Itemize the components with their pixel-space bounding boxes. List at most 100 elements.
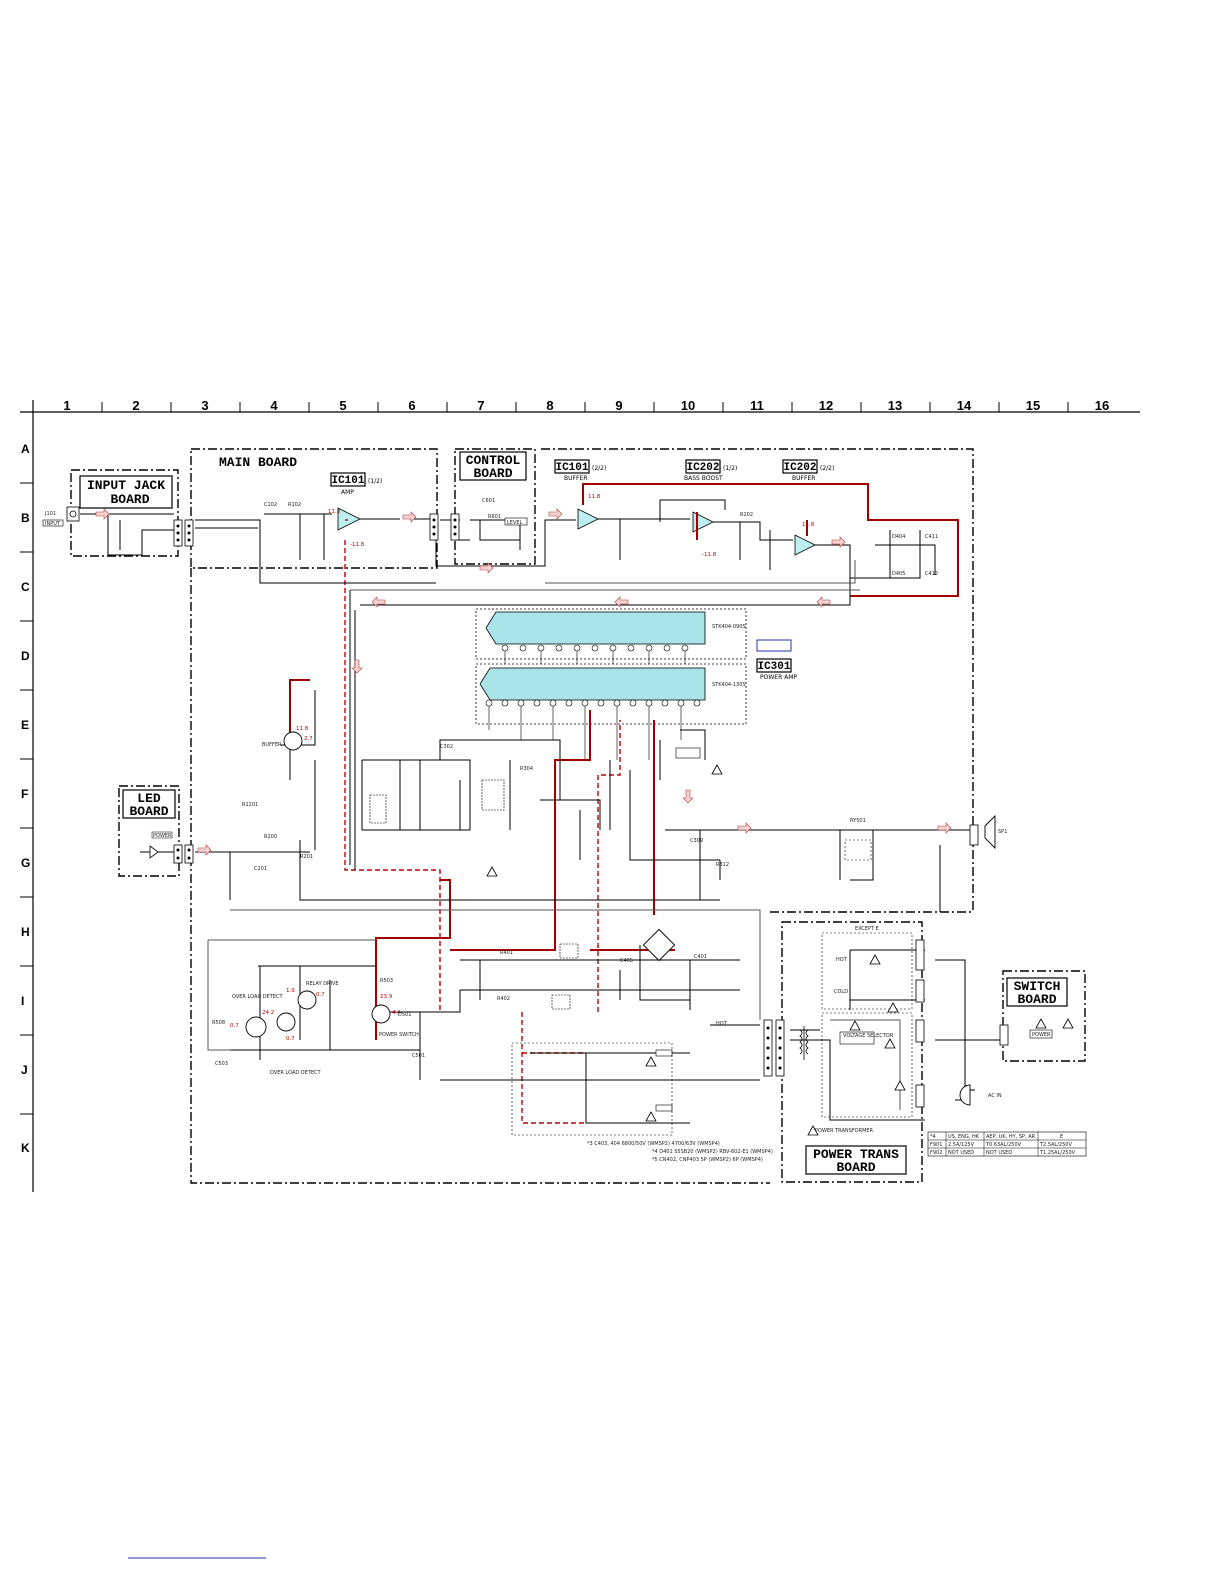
svg-text:R401: R401: [500, 950, 513, 956]
q501-buffer-transistor: [283, 731, 303, 751]
ic301-part-b: STK404-130S: [712, 682, 746, 688]
grid-row-label: D: [21, 649, 30, 663]
svg-text:R202: R202: [740, 512, 753, 518]
grid-row-label: I: [21, 994, 24, 1008]
led-power-label: POWER: [153, 833, 172, 839]
connector-cn902: [915, 979, 925, 1003]
ac-plug-symbol: [959, 1084, 971, 1106]
signal-arrow: [737, 822, 752, 834]
voltage-selector-label: VOLTAGE SELECTOR: [843, 1033, 894, 1039]
warning-icon: [894, 1080, 906, 1091]
svg-text:R312: R312: [716, 862, 729, 868]
warning-icon: [849, 1020, 861, 1031]
svg-text:C309: C309: [690, 838, 703, 844]
grid-col-label: 10: [681, 398, 695, 413]
control-board-outline: [454, 448, 536, 565]
components: INPUT J101 LEVEL SP1 AC IN POWER TRANSFO…: [42, 506, 1053, 1136]
footnote-capacitors: *3 C403, 404 6800/50V (WMSP2) 4700/63V (…: [587, 1141, 720, 1147]
switch-board-title-2: BOARD: [1017, 992, 1056, 1007]
connector-cn201: [173, 844, 183, 864]
warning-icon: [887, 1002, 899, 1013]
warning-icon: [486, 866, 498, 877]
fuse-cell: F902: [930, 1150, 942, 1156]
svg-text:D501: D501: [398, 1012, 411, 1018]
signal-arrow: [371, 596, 386, 608]
voltage: 4.4: [392, 1010, 401, 1016]
board-titles: INPUT JACK BOARD MAIN BOARD CONTROL BOAR…: [79, 451, 1068, 1175]
signal-arrow: [682, 789, 694, 804]
grid-row-label: B: [21, 511, 30, 525]
grid-col-label: 13: [888, 398, 902, 413]
footnote-rectifier: *4 D401 S5SB20 (WMSP2) RBV-602-E1 (WMSP4…: [652, 1149, 773, 1155]
hot-label: HOT: [836, 957, 848, 963]
svg-text:RY501: RY501: [850, 818, 866, 824]
grid-col-label: 6: [408, 398, 415, 413]
grid-col-label: 15: [1026, 398, 1040, 413]
signal-arrow: [351, 659, 363, 674]
d401-bridge-rectifier: [642, 928, 676, 962]
voltage: 23.9: [380, 994, 393, 1000]
grid-col-label: 8: [546, 398, 553, 413]
connector-cnp201: [184, 844, 194, 864]
switch-power-label: POWER: [1032, 1032, 1051, 1038]
grid-col-label: 2: [132, 398, 139, 413]
power-transformer-symbol: [799, 1026, 809, 1060]
svg-text:D404: D404: [892, 534, 905, 540]
ic101-amp-desc: AMP: [341, 489, 354, 496]
svg-text:R402: R402: [497, 996, 510, 1002]
control-board-title-1: CONTROL: [466, 453, 521, 468]
voltage: -11.8: [350, 542, 365, 548]
ic202-bass-name: IC202: [686, 462, 719, 474]
fuse-header: *4: [930, 1134, 936, 1140]
grid-col-label: 14: [957, 398, 972, 413]
input-jack-symbol: [66, 506, 80, 522]
fuse-cell: F901: [930, 1142, 942, 1148]
ic301-block-a: [485, 611, 706, 645]
level-label: LEVEL: [507, 520, 523, 526]
ic202-bass-part: (1/2): [723, 465, 737, 472]
signal-wiring: [80, 499, 1003, 1124]
led-board-title-2: BOARD: [129, 804, 168, 819]
q502-transistor: [245, 1016, 267, 1038]
power-trans-board-outline: [781, 921, 923, 1183]
svg-text:C201: C201: [254, 866, 267, 872]
svg-text:R200: R200: [264, 834, 277, 840]
main-board-left-outline: [190, 568, 770, 1184]
ic202-buffer-symbol: [794, 534, 816, 556]
power-trans-board-title-2: BOARD: [836, 1160, 875, 1175]
power-switch-label: POWER SWITCH: [379, 1032, 419, 1038]
grid-col-label: 1: [63, 398, 70, 413]
q504-transistor: [276, 1012, 296, 1032]
svg-text:C401: C401: [694, 954, 707, 960]
ac-in-label: AC IN: [988, 1093, 1002, 1099]
ic101-buffer-symbol: [577, 508, 599, 530]
connector-cn901: [915, 939, 925, 971]
except-e-label: EXCEPT E: [855, 926, 879, 932]
warning-icon: [645, 1111, 657, 1122]
grid-row-label: C: [21, 580, 30, 594]
connector-cn904: [915, 1084, 925, 1108]
led-board-outline: [118, 785, 180, 877]
signal-arrow: [548, 508, 563, 520]
grid-row-label: K: [21, 1141, 30, 1155]
voltage: 11.8: [328, 509, 341, 515]
voltage: 1.9: [286, 988, 295, 994]
voltage-readings: 11.8 -11.8 11.8 -11.8 11.8 11.8 2.7 0.7 …: [230, 494, 815, 1042]
switch-board-outline: [1002, 970, 1086, 1062]
svg-text:C501: C501: [412, 1053, 425, 1059]
power-trans-board-title-1: POWER TRANS: [813, 1147, 899, 1162]
fuse-cell: T2.5AL/250V: [1039, 1142, 1072, 1148]
ic202-buffer-part: (2/2): [820, 465, 834, 472]
power-transformer-label: POWER TRANSFORMER: [815, 1128, 874, 1134]
signal-arrow: [95, 508, 110, 520]
voltage: 24.2: [262, 1010, 274, 1016]
board-outlines: [70, 448, 1086, 1184]
grid-row-label: F: [21, 787, 28, 801]
input-label: INPUT: [45, 521, 61, 527]
signal-arrow: [197, 844, 212, 856]
warning-icon: [869, 954, 881, 965]
grid-row-label: G: [21, 856, 30, 870]
led-symbol: [149, 845, 159, 859]
connectors: [173, 513, 1009, 1108]
svg-text:C411: C411: [925, 534, 938, 540]
